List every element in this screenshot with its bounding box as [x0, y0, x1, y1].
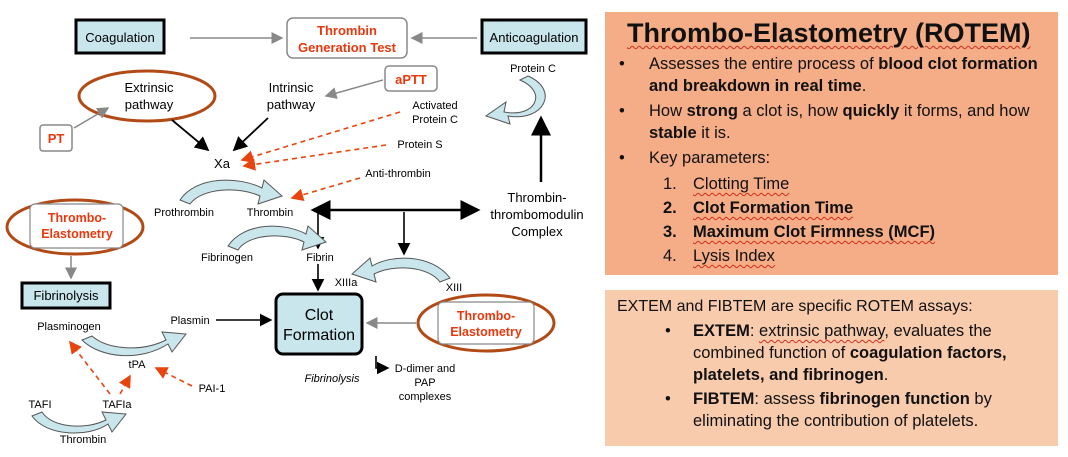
clot-formation-label-1: Clot	[305, 307, 334, 324]
xiii-label: XIII	[446, 282, 463, 294]
param-maximum-clot-firmness: 3.Maximum Clot Firmness (MCF)	[663, 223, 936, 241]
bullet-icon: •	[619, 102, 625, 120]
ddimer-label-1: D-dimer and	[395, 363, 456, 375]
extrinsic-label-1: Extrinsic	[124, 80, 174, 95]
rotem-title: Thrombo-Elastometry (ROTEM)	[627, 18, 1031, 48]
tafia-label: TAFIa	[102, 399, 132, 411]
prothrombin-thrombin-curved-arrow	[179, 179, 283, 205]
assays-intro: EXTEM and FIBTEM are specific ROTEM assa…	[617, 298, 973, 315]
param-clot-formation-time: 2.Clot Formation Time	[663, 199, 854, 217]
thrombo-elastometry-left-oval	[5, 198, 145, 256]
aptt-to-intrinsic-arrow	[324, 79, 384, 99]
extrinsic-label-2: pathway	[125, 97, 174, 112]
thrombin-generation-test-box	[286, 17, 408, 59]
anticoagulation-box	[480, 18, 588, 55]
coagulation-pathway-diagram: Coagulation Thrombin Generation Test Ant…	[5, 17, 588, 446]
fibrinolysis-box	[20, 281, 112, 310]
assay-fibtem: • FIBTEM: assess fibrinogen function by …	[665, 390, 992, 430]
extrinsic-to-xa-arrow	[171, 119, 210, 152]
bullet-icon: •	[619, 55, 625, 73]
ddimer-label-2: PAP	[414, 377, 435, 389]
antithrombin-inhibit-arrow	[290, 177, 361, 201]
tafi-tafia-curved-arrow	[31, 411, 127, 434]
ttc-label-1: Thrombin-	[507, 190, 566, 205]
assays-list: • EXTEM: extrinsic pathway, evaluates th…	[617, 320, 1048, 432]
intrinsic-label-1: Intrinsic	[269, 80, 314, 95]
bullet-icon: •	[619, 149, 625, 167]
intrinsic-label-2: pathway	[267, 97, 316, 112]
rotem-bullet-list: • Assesses the entire process of blood c…	[619, 53, 1048, 169]
bullet-assesses: • Assesses the entire process of blood c…	[619, 55, 1038, 95]
protein-s-inhibit-arrow	[242, 144, 387, 171]
thrombo-elastometry-right-oval	[416, 293, 556, 353]
ddimer-label-3: complexes	[399, 391, 452, 403]
xa-label: Xa	[214, 156, 231, 171]
clot-formation-label-2: Formation	[283, 327, 355, 344]
thrombo-elastometry-left-box	[29, 203, 124, 249]
tafia-tpa-inhibit-arrow	[118, 374, 131, 395]
tpa-label: tPA	[129, 359, 147, 371]
param-clotting-time: 1.Clotting Time	[663, 175, 790, 193]
thrombin-bottom-label: Thrombin	[60, 434, 106, 446]
ttc-label-3: Complex	[511, 224, 563, 239]
plasminogen-label: Plasminogen	[37, 321, 101, 333]
fibrinolysis-italic-label: Fibrinolysis	[304, 373, 360, 385]
ttc-label-2: thrombomodulin	[490, 207, 583, 222]
pt-label: PT	[48, 131, 65, 146]
apc-inhibit-arrow	[240, 111, 401, 163]
fibrinogen-fibrin-curved-arrow	[227, 225, 327, 251]
anti-thrombin-label: Anti-thrombin	[365, 168, 430, 180]
thrombin-generation-label-1: Thrombin	[317, 23, 377, 38]
bullet-icon: •	[665, 390, 671, 408]
xiii-xiiia-curved-arrow	[351, 257, 451, 283]
protein-c-label: Protein C	[510, 63, 556, 75]
param-lysis-index: 4.Lysis Index	[663, 247, 775, 265]
coagulation-box	[74, 18, 166, 55]
coagulation-label: Coagulation	[85, 30, 154, 45]
fibrinogen-label: Fibrinogen	[201, 252, 253, 264]
activated-protein-c-label-1: Activated	[412, 100, 457, 112]
fibrin-label: Fibrin	[306, 252, 334, 264]
activated-protein-c-label-2: Protein C	[412, 114, 458, 126]
anticoagulation-label: Anticoagulation	[490, 30, 579, 45]
thrombo-elastometry-left-label-1: Thrombo-	[48, 211, 106, 225]
clot-formation-box	[274, 292, 364, 356]
plasmin-label: Plasmin	[170, 315, 209, 327]
rotem-summary-panel: Thrombo-Elastometry (ROTEM) • Assesses t…	[605, 12, 1058, 275]
key-parameters-list: 1.Clotting Time 2.Clot Formation Time 3.…	[619, 172, 1048, 268]
aptt-label: aPTT	[395, 72, 427, 87]
aptt-box	[384, 65, 438, 92]
thrombin-generation-label-2: Generation Test	[298, 40, 397, 55]
thrombo-elastometry-left-label-2: Elastometry	[41, 227, 113, 241]
plasminogen-plasmin-curved-arrow	[81, 331, 187, 357]
thrombin-label: Thrombin	[247, 207, 293, 219]
pai1-inhibit-arrow	[154, 367, 193, 387]
prothrombin-label: Prothrombin	[154, 207, 214, 219]
thrombo-elastometry-right-label-1: Thrombo-	[457, 309, 515, 323]
bullet-icon: •	[665, 322, 671, 340]
fibrinolysis-box-label: Fibrinolysis	[33, 288, 99, 303]
thrombo-elastometry-right-box	[437, 301, 535, 345]
protein-c-curved-arrow	[484, 75, 546, 125]
protein-s-label: Protein S	[397, 139, 442, 151]
assay-extem: • EXTEM: extrinsic pathway, evaluates th…	[665, 322, 1007, 384]
xiiia-label: XIIIa	[335, 277, 359, 289]
thrombo-elastometry-right-label-2: Elastometry	[450, 325, 522, 339]
tafia-plasminogen-inhibit-arrow	[69, 340, 111, 395]
clot-to-ddimer-arrow	[375, 356, 390, 375]
bullet-how-strong: • How strong a clot is, how quickly it f…	[619, 102, 1030, 142]
assays-panel: EXTEM and FIBTEM are specific ROTEM assa…	[605, 290, 1058, 446]
extrinsic-pathway-oval	[77, 69, 217, 123]
pt-box	[39, 124, 73, 152]
bullet-key-parameters: • Key parameters:	[619, 149, 771, 167]
pt-to-extrinsic-arrow	[73, 107, 110, 129]
tafi-label: TAFI	[28, 399, 51, 411]
intrinsic-to-xa-arrow	[232, 117, 269, 152]
pai1-label: PAI-1	[199, 383, 226, 395]
